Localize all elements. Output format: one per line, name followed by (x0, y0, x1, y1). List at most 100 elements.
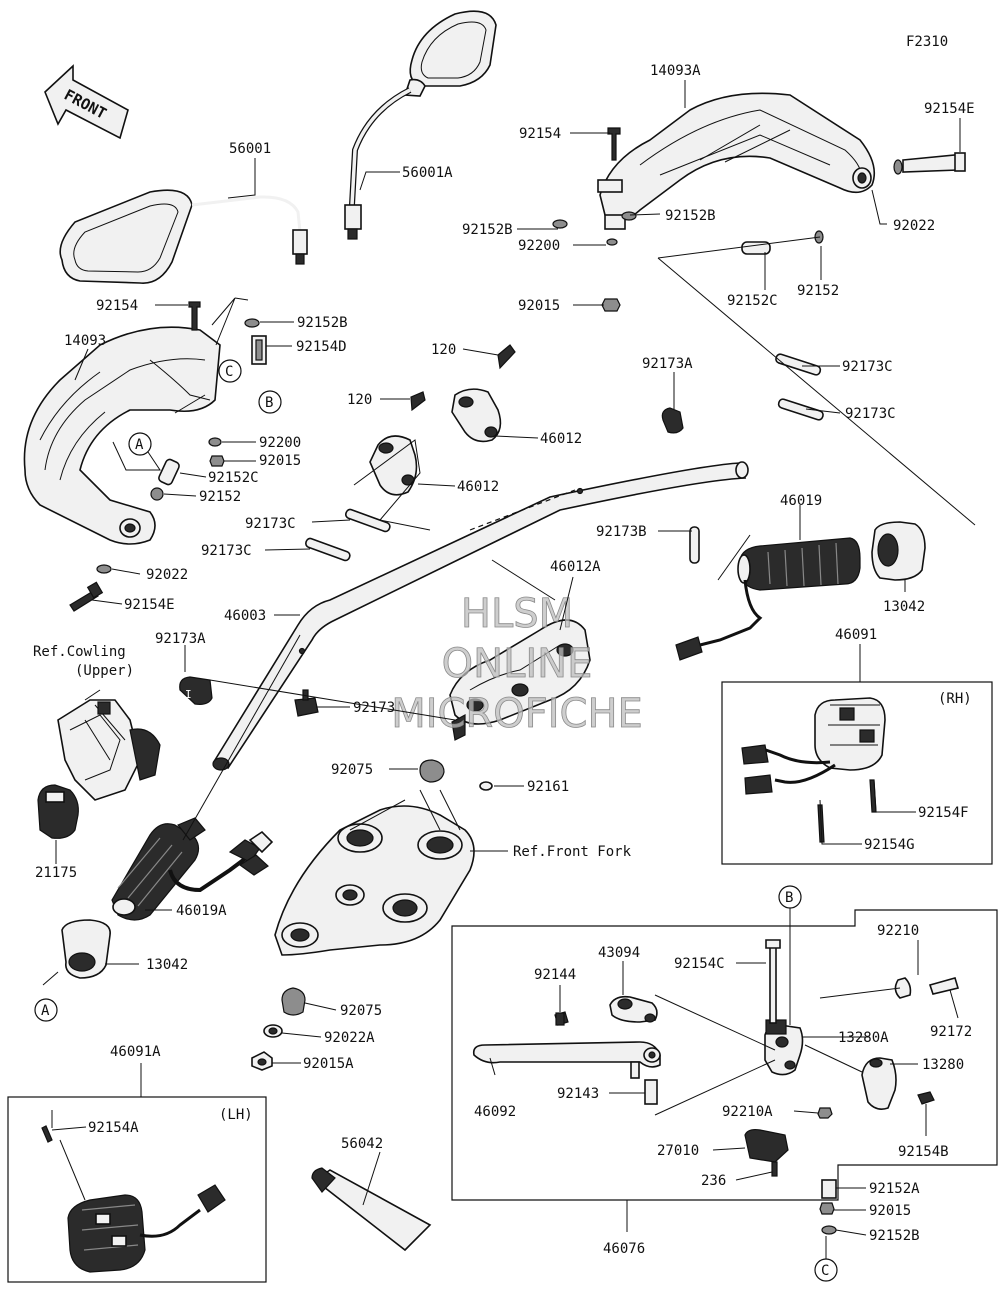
part-label: 92200 (518, 238, 560, 254)
callout-c-upper: C (218, 359, 242, 383)
part-label: 92161 (527, 779, 569, 795)
handlebar-holder-drawing (369, 344, 591, 741)
part-label: 56001 (229, 141, 271, 157)
diagram-code: F2310 (906, 34, 948, 50)
callout-a-upper: A (128, 432, 152, 456)
part-label: 92172 (930, 1024, 972, 1040)
part-label: 46091 (835, 627, 877, 643)
part-label: 43094 (598, 945, 640, 961)
callout-b-lower: B (778, 885, 802, 909)
callout-c-lower: C (814, 1258, 838, 1282)
part-label: 92173A (155, 631, 206, 647)
part-label: 120 (431, 342, 456, 358)
part-label: 46012A (550, 559, 601, 575)
switch-lh-frame (7, 1096, 267, 1283)
lever-assembly-frame (451, 909, 998, 1201)
part-label: 92210 (877, 923, 919, 939)
part-label: 92200 (259, 435, 301, 451)
part-label: 13042 (883, 599, 925, 615)
switch-rh-drawing (741, 697, 886, 843)
part-labels: 56001 56001A 14093A 92154 92154E 92152B … (33, 63, 975, 1257)
part-label: 92015 (869, 1203, 911, 1219)
part-label: 92152B (297, 315, 348, 331)
part-label: 92154C (674, 956, 725, 972)
part-label: 92173C (845, 406, 896, 422)
svg-text:C: C (225, 364, 233, 380)
part-label: 92154A (88, 1120, 139, 1136)
part-label: 92154B (898, 1144, 949, 1160)
part-label: 92154F (918, 805, 969, 821)
svg-text:A: A (135, 437, 144, 453)
ref-cowling-label: Ref.Cowling (33, 644, 126, 660)
grip-left-drawing (61, 817, 274, 979)
part-label: 92173A (642, 356, 693, 372)
mirror-left-drawing (59, 189, 308, 284)
mirror-right-drawing (344, 10, 497, 240)
part-label: 92075 (331, 762, 373, 778)
part-label: 92173C (201, 543, 252, 559)
part-label: 92210A (722, 1104, 773, 1120)
hand-guard-right-drawing (597, 92, 876, 230)
part-label: 92022 (146, 567, 188, 583)
svg-text:B: B (785, 890, 793, 906)
part-label: 46012 (457, 479, 499, 495)
part-label: 46019A (176, 903, 227, 919)
part-label: 14093 (64, 333, 106, 349)
part-label: 236 (701, 1173, 726, 1189)
part-label: 92152C (727, 293, 778, 309)
watermark-line-1: HLSM (461, 591, 573, 637)
ref-front-fork-label: Ref.Front Fork (513, 844, 632, 860)
switch-lh-drawing (41, 1125, 226, 1273)
switch-lh-box-label: (LH) (219, 1107, 253, 1123)
part-label: 92173 (353, 700, 395, 716)
part-label: 92154 (96, 298, 138, 314)
svg-text:A: A (41, 1003, 50, 1019)
triple-clamp-drawing (251, 759, 493, 1071)
part-label: 46019 (780, 493, 822, 509)
part-label: 14093A (650, 63, 701, 79)
part-label: 92173B (596, 524, 647, 540)
part-label: 13280 (922, 1057, 964, 1073)
part-label: 92144 (534, 967, 576, 983)
part-label: 92152 (199, 489, 241, 505)
part-label: 92173C (245, 516, 296, 532)
callout-b-upper: B (258, 390, 282, 414)
part-label: 92152B (869, 1228, 920, 1244)
part-label: 92152B (462, 222, 513, 238)
switch-rh-frame (721, 681, 993, 865)
part-label: 92154E (124, 597, 175, 613)
part-label: 92015 (518, 298, 560, 314)
callout-a-lower: A (34, 998, 58, 1022)
watermark-line-3: MICROFICHE (391, 691, 643, 737)
front-arrow-icon: FRONT (44, 64, 129, 140)
part-label: 92154D (296, 339, 347, 355)
lever-assembly-drawing (472, 939, 960, 1235)
part-label: 92143 (557, 1086, 599, 1102)
part-label: 92152B (665, 208, 716, 224)
watermark-line-2: ONLINE (442, 641, 593, 687)
part-label: 92015A (303, 1056, 354, 1072)
part-label: 21175 (35, 865, 77, 881)
part-label: 46076 (603, 1241, 645, 1257)
part-label: 92173C (842, 359, 893, 375)
hand-guard-left-drawing (23, 301, 391, 612)
callout-markers: C B A A B C (34, 359, 838, 1282)
switch-rh-box-label: (RH) (938, 691, 972, 707)
part-label: 13280A (838, 1030, 889, 1046)
part-label: 92152A (869, 1181, 920, 1197)
svg-text:B: B (265, 395, 273, 411)
svg-text:I: I (185, 688, 192, 701)
part-label: 56042 (341, 1136, 383, 1152)
watermark: HLSM ONLINE MICROFICHE (391, 591, 643, 738)
part-label: 56001A (402, 165, 453, 181)
part-label: 120 (347, 392, 372, 408)
part-label: 46091A (110, 1044, 161, 1060)
hardware-right-group (552, 127, 966, 421)
grease-tube-drawing (311, 1167, 432, 1252)
handlebar-drawing: I (179, 407, 749, 771)
part-label: 92154E (924, 101, 975, 117)
svg-text:C: C (821, 1263, 829, 1279)
part-label: 92152C (208, 470, 259, 486)
part-label: 92075 (340, 1003, 382, 1019)
